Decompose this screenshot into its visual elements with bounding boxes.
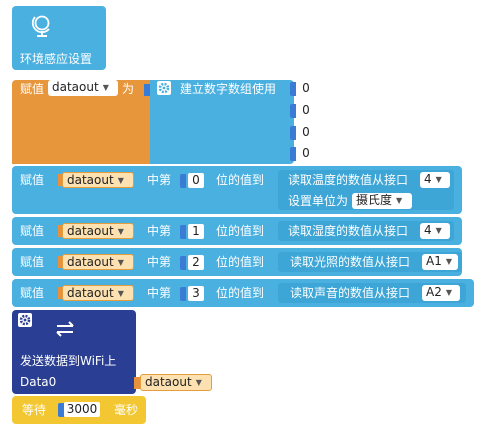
middle-label: 中第 [147,286,172,300]
port-value: A2 [426,285,442,299]
index-input[interactable]: 2 [188,255,204,270]
send-wifi-label: 发送数据到WiFi上 [20,354,117,368]
port-dropdown[interactable]: A2▼ [422,285,460,301]
port-value: 4 [424,223,432,237]
create-array-label: 建立数字数组使用 [180,82,277,96]
variable-dropdown[interactable]: dataout▼ [62,254,134,270]
value-label: 位的值到 [216,173,265,187]
unit-value: 摄氏度 [356,193,393,207]
middle-label: 中第 [147,173,172,187]
wait-label: 等待 [22,403,47,417]
port-dropdown[interactable]: 4▼ [420,172,450,188]
array-value-input[interactable]: 0 [298,125,314,140]
dropdown-arrow-icon: ▼ [117,258,124,267]
dropdown-arrow-icon: ▼ [117,227,124,236]
middle-label: 中第 [147,255,172,269]
port-dropdown[interactable]: 4▼ [420,223,450,239]
value-label: 位的值到 [216,224,265,238]
port-dropdown[interactable]: A1▼ [422,254,458,270]
index-input[interactable]: 1 [188,224,204,239]
dropdown-arrow-icon: ▼ [117,289,124,298]
dropdown-arrow-icon: ▼ [435,175,442,184]
setup-block[interactable] [12,6,106,70]
index-input[interactable]: 3 [188,286,204,301]
sensor-block[interactable] [278,252,462,272]
transfer-icon [54,320,76,338]
variable-dropdown[interactable]: dataout▼ [140,374,212,391]
sensor-label: 读取湿度的数值从接口 [288,224,409,238]
gear-icon[interactable] [18,313,32,327]
sensor-block[interactable] [278,221,454,241]
array-value-input[interactable]: 0 [298,103,314,118]
variable-name: dataout [67,286,114,300]
sensor-label: 读取温度的数值从接口 [288,173,409,187]
send-wifi-block[interactable] [12,310,136,394]
variable-dropdown[interactable]: dataout▼ [62,172,134,188]
create-array-block[interactable] [150,80,294,164]
middle-label: 中第 [147,224,172,238]
gear-icon[interactable] [157,81,171,95]
variable-dropdown[interactable]: dataout▼ [62,285,134,301]
assign-label: 赋值 [20,173,45,187]
wait-duration-input[interactable]: 3000 [64,402,100,417]
sensor-label: 读取光照的数值从接口 [290,255,411,269]
variable-name: dataout [145,375,192,389]
wait-unit-label: 毫秒 [114,403,139,417]
unit-dropdown[interactable]: 摄氏度▼ [352,193,412,209]
value-label: 位的值到 [216,286,265,300]
assign-label: 赋值 [20,224,45,238]
unit-label: 设置单位为 [288,194,349,208]
port-value: 4 [424,172,432,186]
send-param-label: Data0 [20,375,57,389]
index-input[interactable]: 0 [188,173,204,188]
dropdown-arrow-icon: ▼ [445,288,452,297]
variable-dropdown[interactable]: dataout▼ [62,223,134,239]
dropdown-arrow-icon: ▼ [117,176,124,185]
dropdown-arrow-icon: ▼ [195,378,202,387]
variable-name: dataout [52,80,99,94]
dropdown-arrow-icon: ▼ [102,83,109,92]
assign-label: 赋值 [20,255,45,269]
sensor-block[interactable] [278,283,466,303]
setup-block-label: 环境感应设置 [20,52,93,66]
variable-dropdown[interactable]: dataout▼ [48,80,118,96]
variable-name: dataout [67,255,114,269]
globe-icon [30,12,54,40]
array-value-input[interactable]: 0 [298,146,314,161]
for-label: 为 [122,82,135,96]
dropdown-arrow-icon: ▼ [396,196,403,205]
variable-name: dataout [67,173,114,187]
sensor-label: 读取声音的数值从接口 [290,286,411,300]
port-value: A1 [426,254,442,268]
dropdown-arrow-icon: ▼ [445,257,452,266]
assign-label: 赋值 [20,82,45,96]
variable-name: dataout [67,224,114,238]
value-label: 位的值到 [216,255,265,269]
dropdown-arrow-icon: ▼ [435,226,442,235]
assign-label: 赋值 [20,286,45,300]
array-value-input[interactable]: 0 [298,81,314,96]
